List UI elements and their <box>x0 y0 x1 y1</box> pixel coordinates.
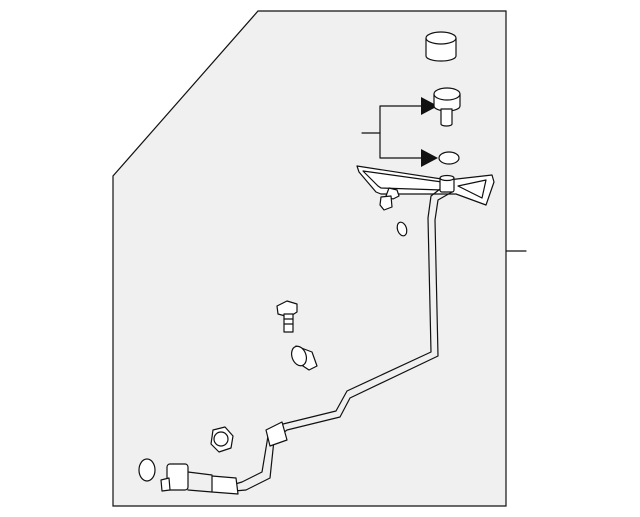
refrigerant-tube <box>160 174 455 495</box>
bracket-bolt <box>379 187 400 211</box>
charge-valve-cap <box>425 31 457 62</box>
arrow-to-cap <box>421 97 438 115</box>
arrow-to-o-ring <box>421 149 438 167</box>
o-ring-lower <box>138 458 156 482</box>
bolt <box>276 300 298 333</box>
nut <box>210 426 234 453</box>
leader-bracket <box>361 97 438 167</box>
diagram-panel <box>112 10 507 507</box>
valve-core <box>433 87 461 127</box>
o-ring-upper <box>438 151 460 165</box>
clip <box>290 345 318 371</box>
o-ring-small <box>396 221 408 237</box>
pipe-bracket <box>356 165 495 206</box>
